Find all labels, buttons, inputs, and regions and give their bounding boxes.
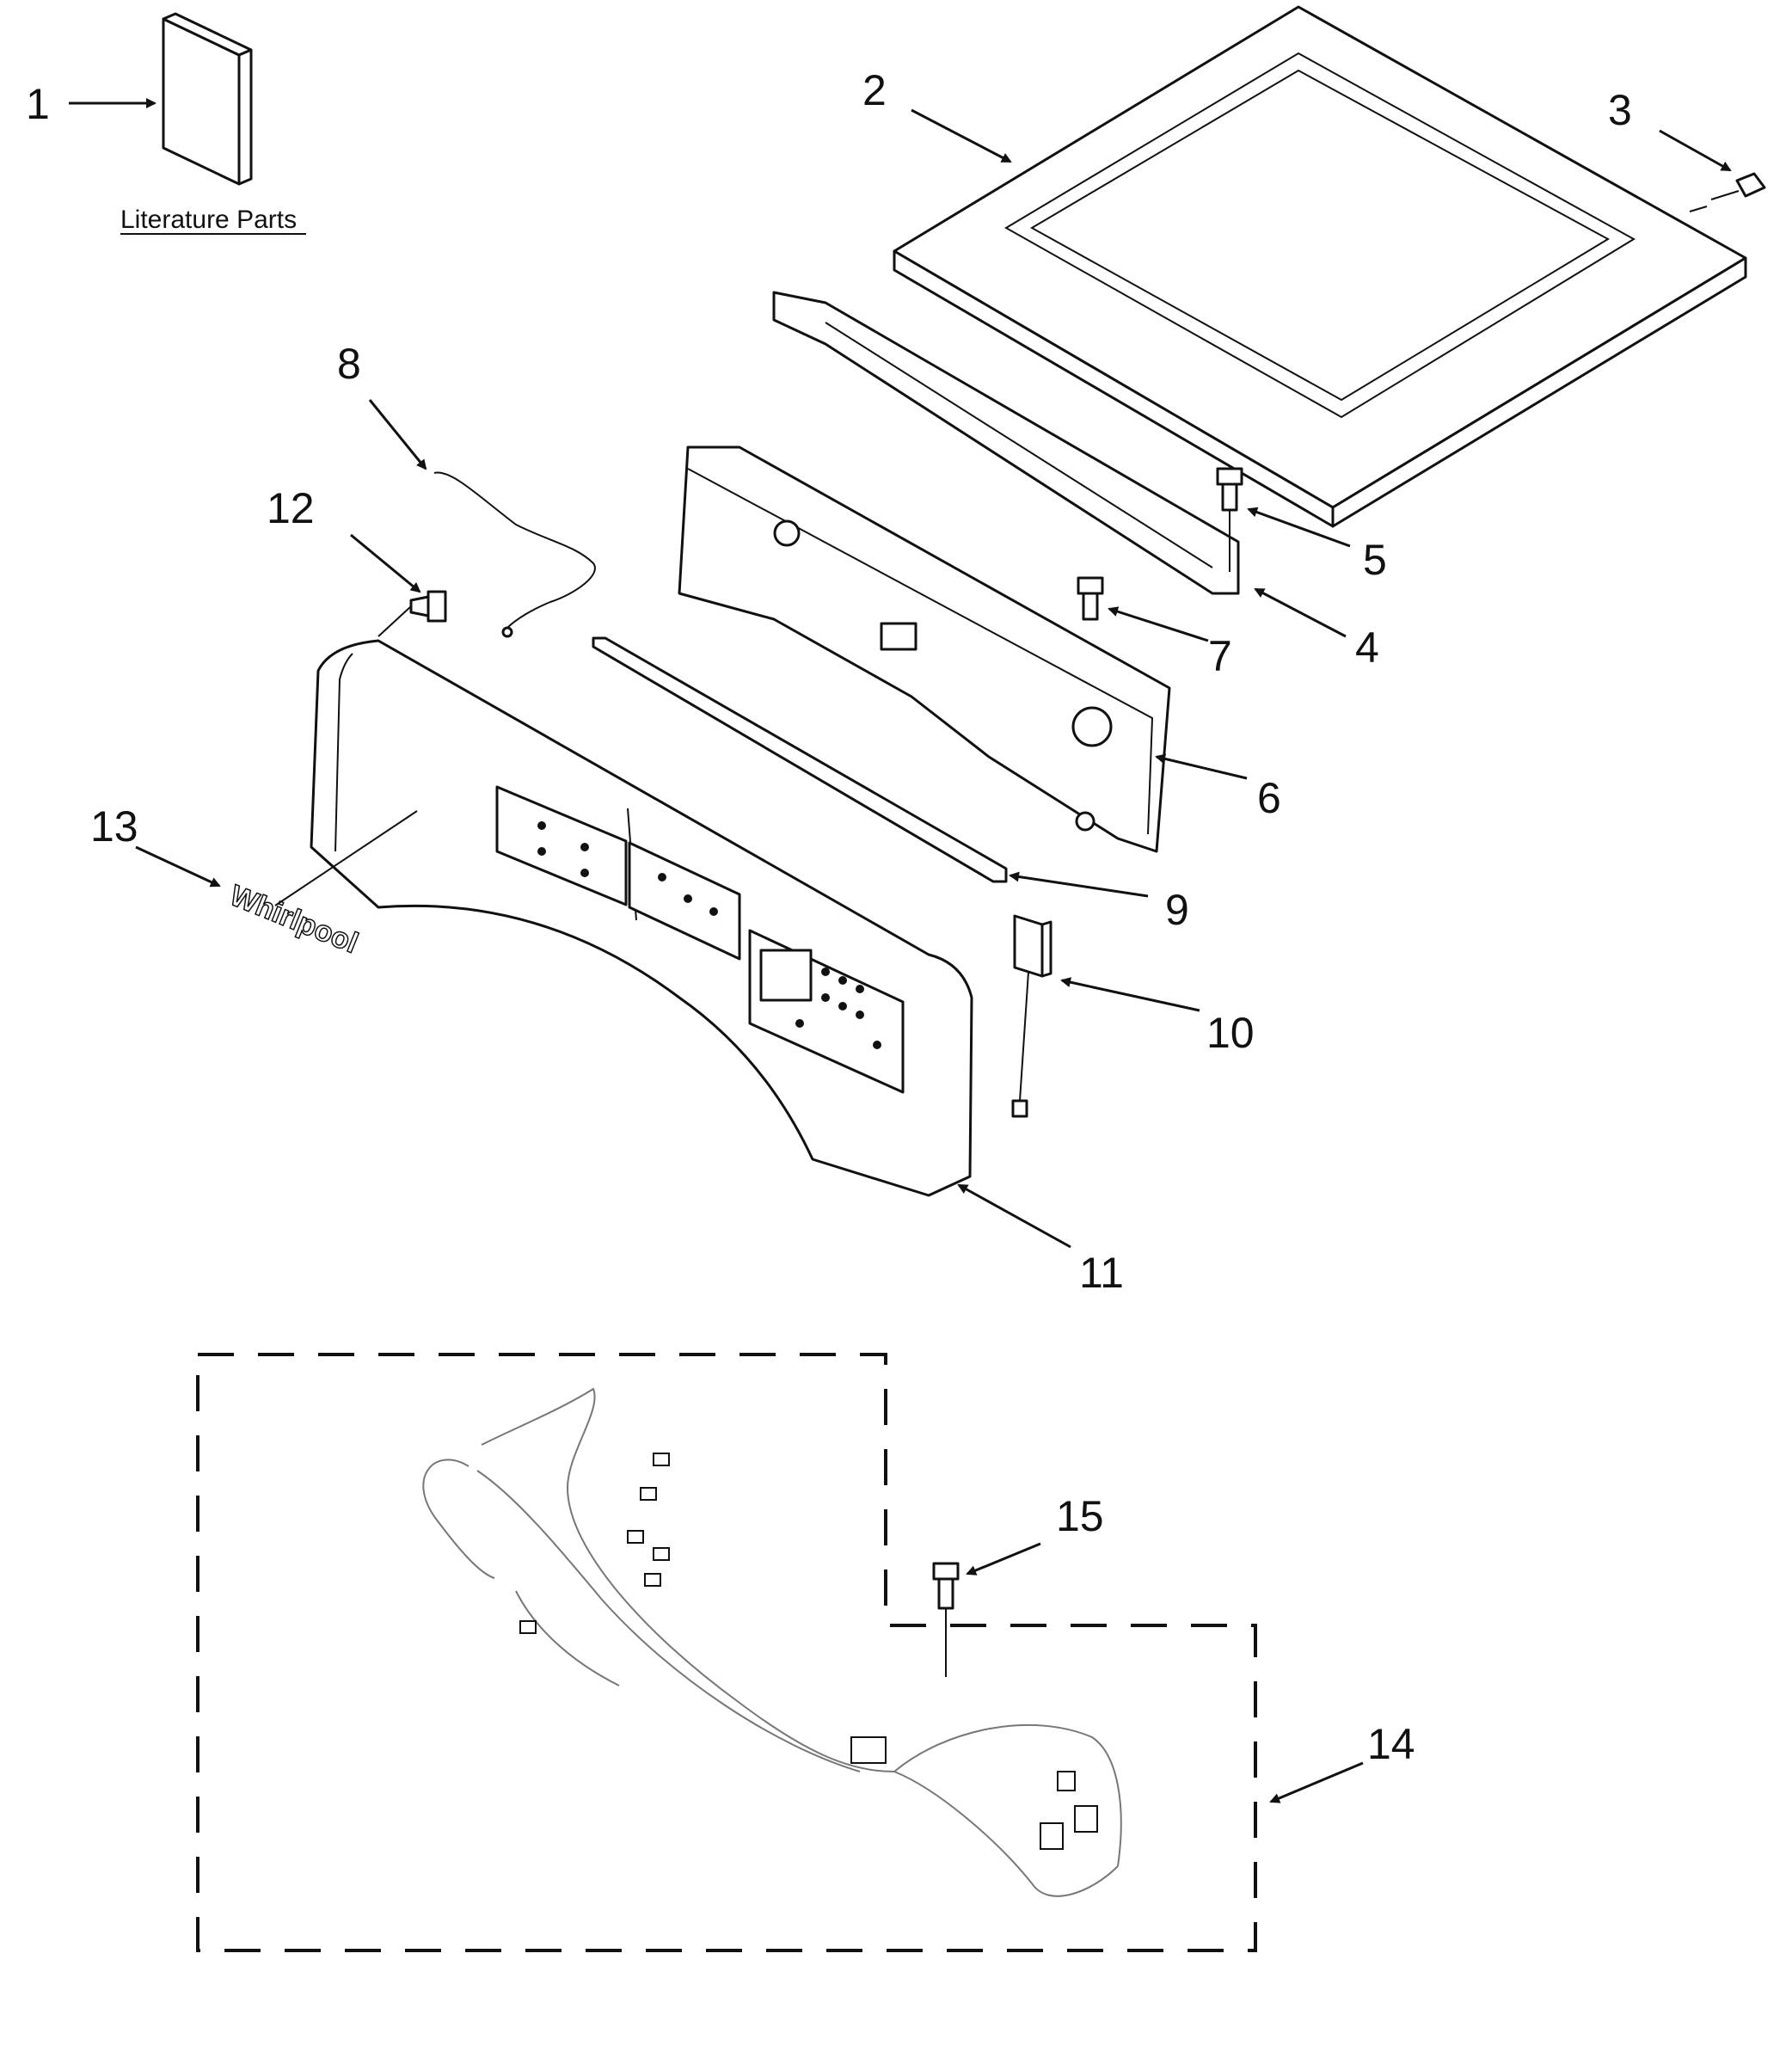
rear-bracket <box>772 291 1240 595</box>
console-panel <box>310 639 973 1197</box>
brand-logo: Whirlpool <box>225 879 363 960</box>
leader-15 <box>966 1542 1041 1576</box>
callout-11: 11 <box>1079 1249 1124 1297</box>
screw-12 <box>377 590 447 637</box>
wire-harness <box>422 1387 1122 1897</box>
leader-5 <box>1247 507 1351 548</box>
callout-12: 12 <box>267 484 315 532</box>
leader-2 <box>911 108 1012 163</box>
screw-15 <box>932 1562 960 1677</box>
leader-12 <box>350 533 421 593</box>
console-bracket <box>678 445 1171 853</box>
callout-4: 4 <box>1355 624 1379 672</box>
leader-9 <box>1009 871 1149 898</box>
wire-8-connector <box>501 626 513 638</box>
leader-4 <box>1254 587 1347 638</box>
callout-1: 1 <box>26 80 50 128</box>
leader-13 <box>135 845 221 888</box>
screw-3 <box>1689 172 1766 212</box>
callout-7: 7 <box>1208 632 1232 680</box>
leader-6 <box>1155 753 1248 780</box>
harness-enclosure <box>196 1353 1257 1952</box>
callout-10: 10 <box>1206 1009 1255 1057</box>
callout-3: 3 <box>1608 86 1632 134</box>
callout-6: 6 <box>1257 774 1281 822</box>
top-panel <box>893 5 1747 528</box>
logo-badge: Whirlpool <box>224 878 363 960</box>
leader-3 <box>1659 129 1732 172</box>
callout-9: 9 <box>1165 886 1189 934</box>
leader-11 <box>957 1183 1071 1249</box>
literature-booklet <box>162 12 253 186</box>
callout-2: 2 <box>862 66 887 114</box>
switch-10 <box>1011 914 1052 1118</box>
leader-8 <box>368 399 427 470</box>
wire-8 <box>433 471 596 629</box>
leader-7 <box>1108 606 1209 642</box>
callout-5: 5 <box>1363 536 1387 584</box>
callout-14: 14 <box>1367 1720 1415 1768</box>
screw-5 <box>1216 467 1243 572</box>
literature-parts-label: Literature Parts <box>120 206 297 234</box>
light-strip <box>592 636 1008 883</box>
callout-15: 15 <box>1056 1492 1104 1540</box>
leader-14 <box>1269 1761 1364 1803</box>
callout-13: 13 <box>90 802 138 851</box>
logo-leader-line <box>274 810 418 906</box>
leader-10 <box>1060 977 1200 1012</box>
screw-7 <box>1077 576 1104 621</box>
callout-8: 8 <box>337 340 361 388</box>
